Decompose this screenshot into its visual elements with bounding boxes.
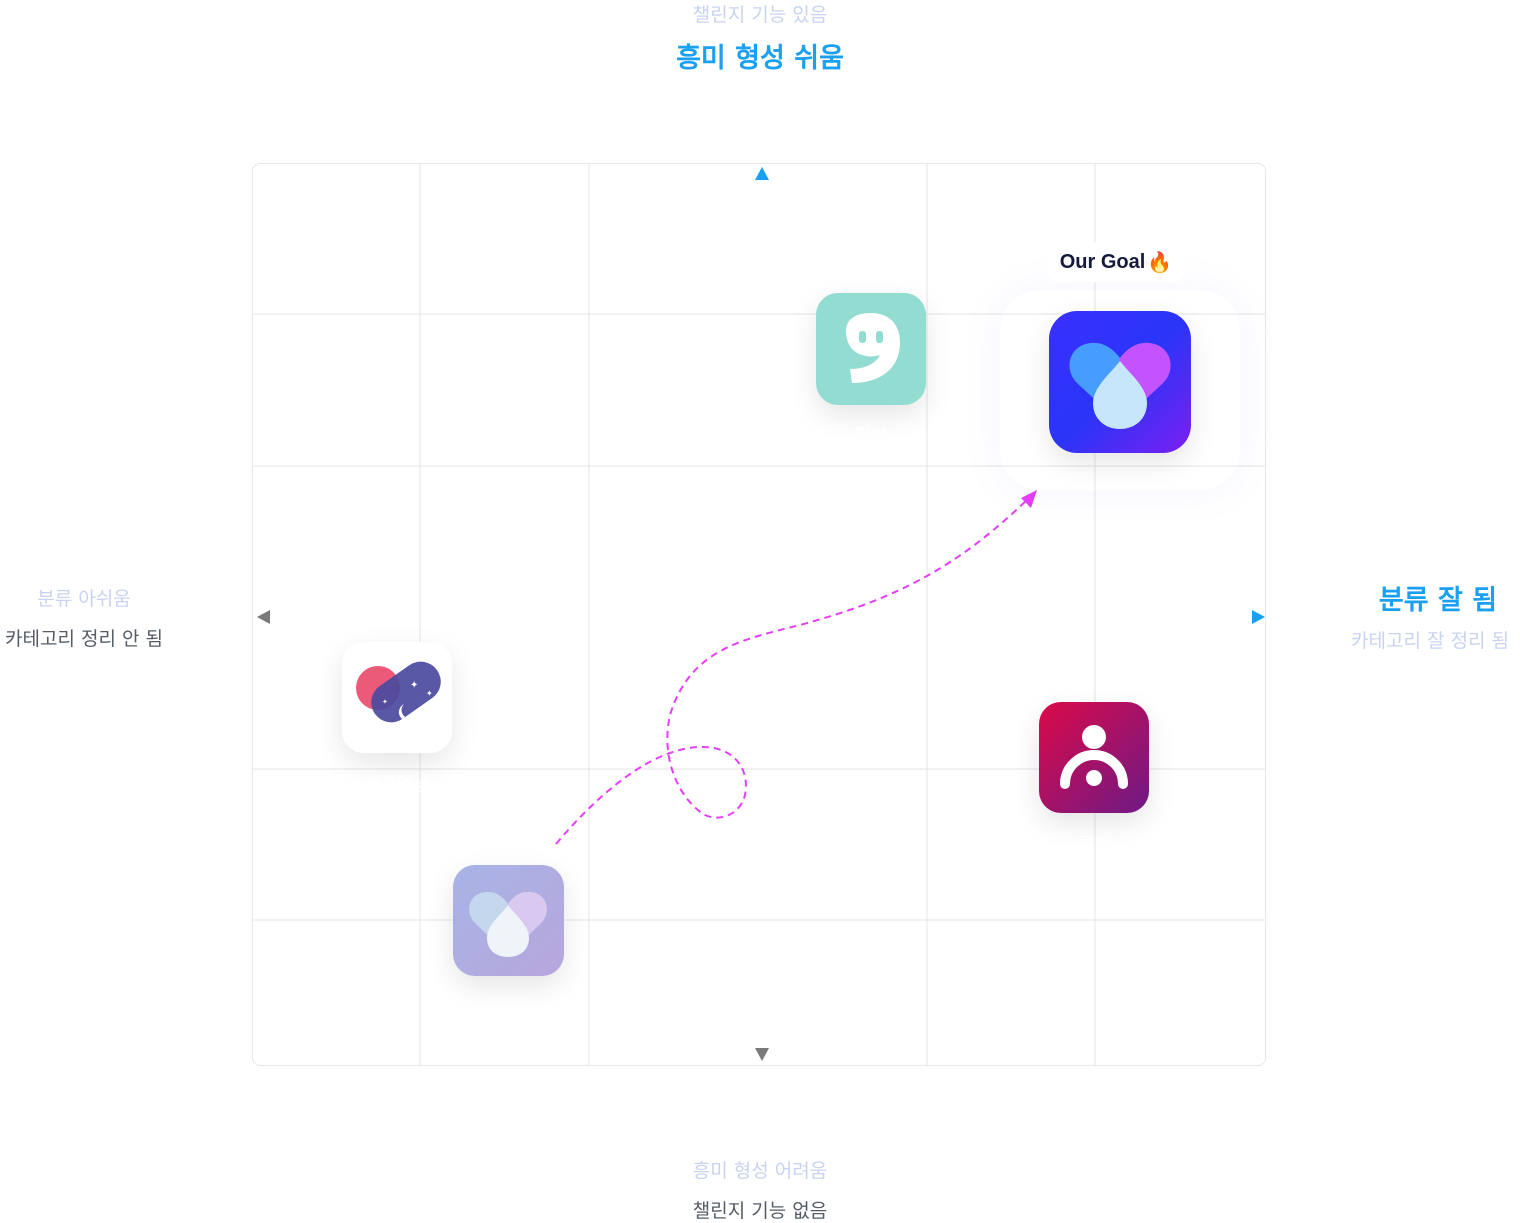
svg-text:✦: ✦: [426, 689, 433, 698]
growth-path-arrowhead: [1021, 490, 1037, 508]
haru-meditation-app-name: 하루명상: [365, 775, 429, 795]
heart-drop-app-icon-faded[interactable]: [453, 865, 564, 976]
right-faint-label: 카테고리 잘 정리 됨: [1351, 630, 1509, 652]
grid-panel: [252, 163, 1266, 1066]
horizontal-axis-arrow-left: [257, 610, 270, 624]
top-axis-label: 흥미 형성 쉬움: [676, 43, 844, 74]
heart-drop-app-icon[interactable]: [1049, 311, 1191, 453]
kolly-app-name: 콜리: [1078, 835, 1110, 855]
horizontal-axis-arrow-right: [1252, 610, 1265, 624]
person-app-icon[interactable]: [1039, 702, 1149, 813]
vertical-axis-arrow-down: [755, 1048, 769, 1061]
svg-text:✦: ✦: [382, 698, 388, 706]
mabo-app-icon[interactable]: [816, 293, 926, 405]
top-faint-label: 챌린지 기능 있음: [692, 4, 828, 26]
grid-lines: [253, 164, 1265, 1065]
vertical-axis-arrow-up: [755, 167, 769, 180]
right-axis-label: 분류 잘 됨: [1378, 585, 1498, 616]
goal-label: Our Goal: [1059, 250, 1146, 273]
svg-text:✦: ✦: [410, 680, 418, 691]
haru-meditation-app-icon[interactable]: ✦ ✦ ✦: [342, 642, 452, 753]
left-faint-label: 분류 아쉬움: [37, 588, 131, 610]
mabo-app-name: 마보: [855, 425, 887, 445]
goal-badge: Our Goal 🔥: [1048, 242, 1184, 282]
growth-path: [555, 496, 1031, 845]
fire-icon: 🔥: [1147, 250, 1173, 274]
bottom-faint-label: 흥미 형성 어려움: [692, 1160, 828, 1182]
left-axis-label: 카테고리 정리 안 됨: [5, 628, 163, 650]
bottom-axis-label: 챌린지 기능 없음: [692, 1200, 828, 1222]
